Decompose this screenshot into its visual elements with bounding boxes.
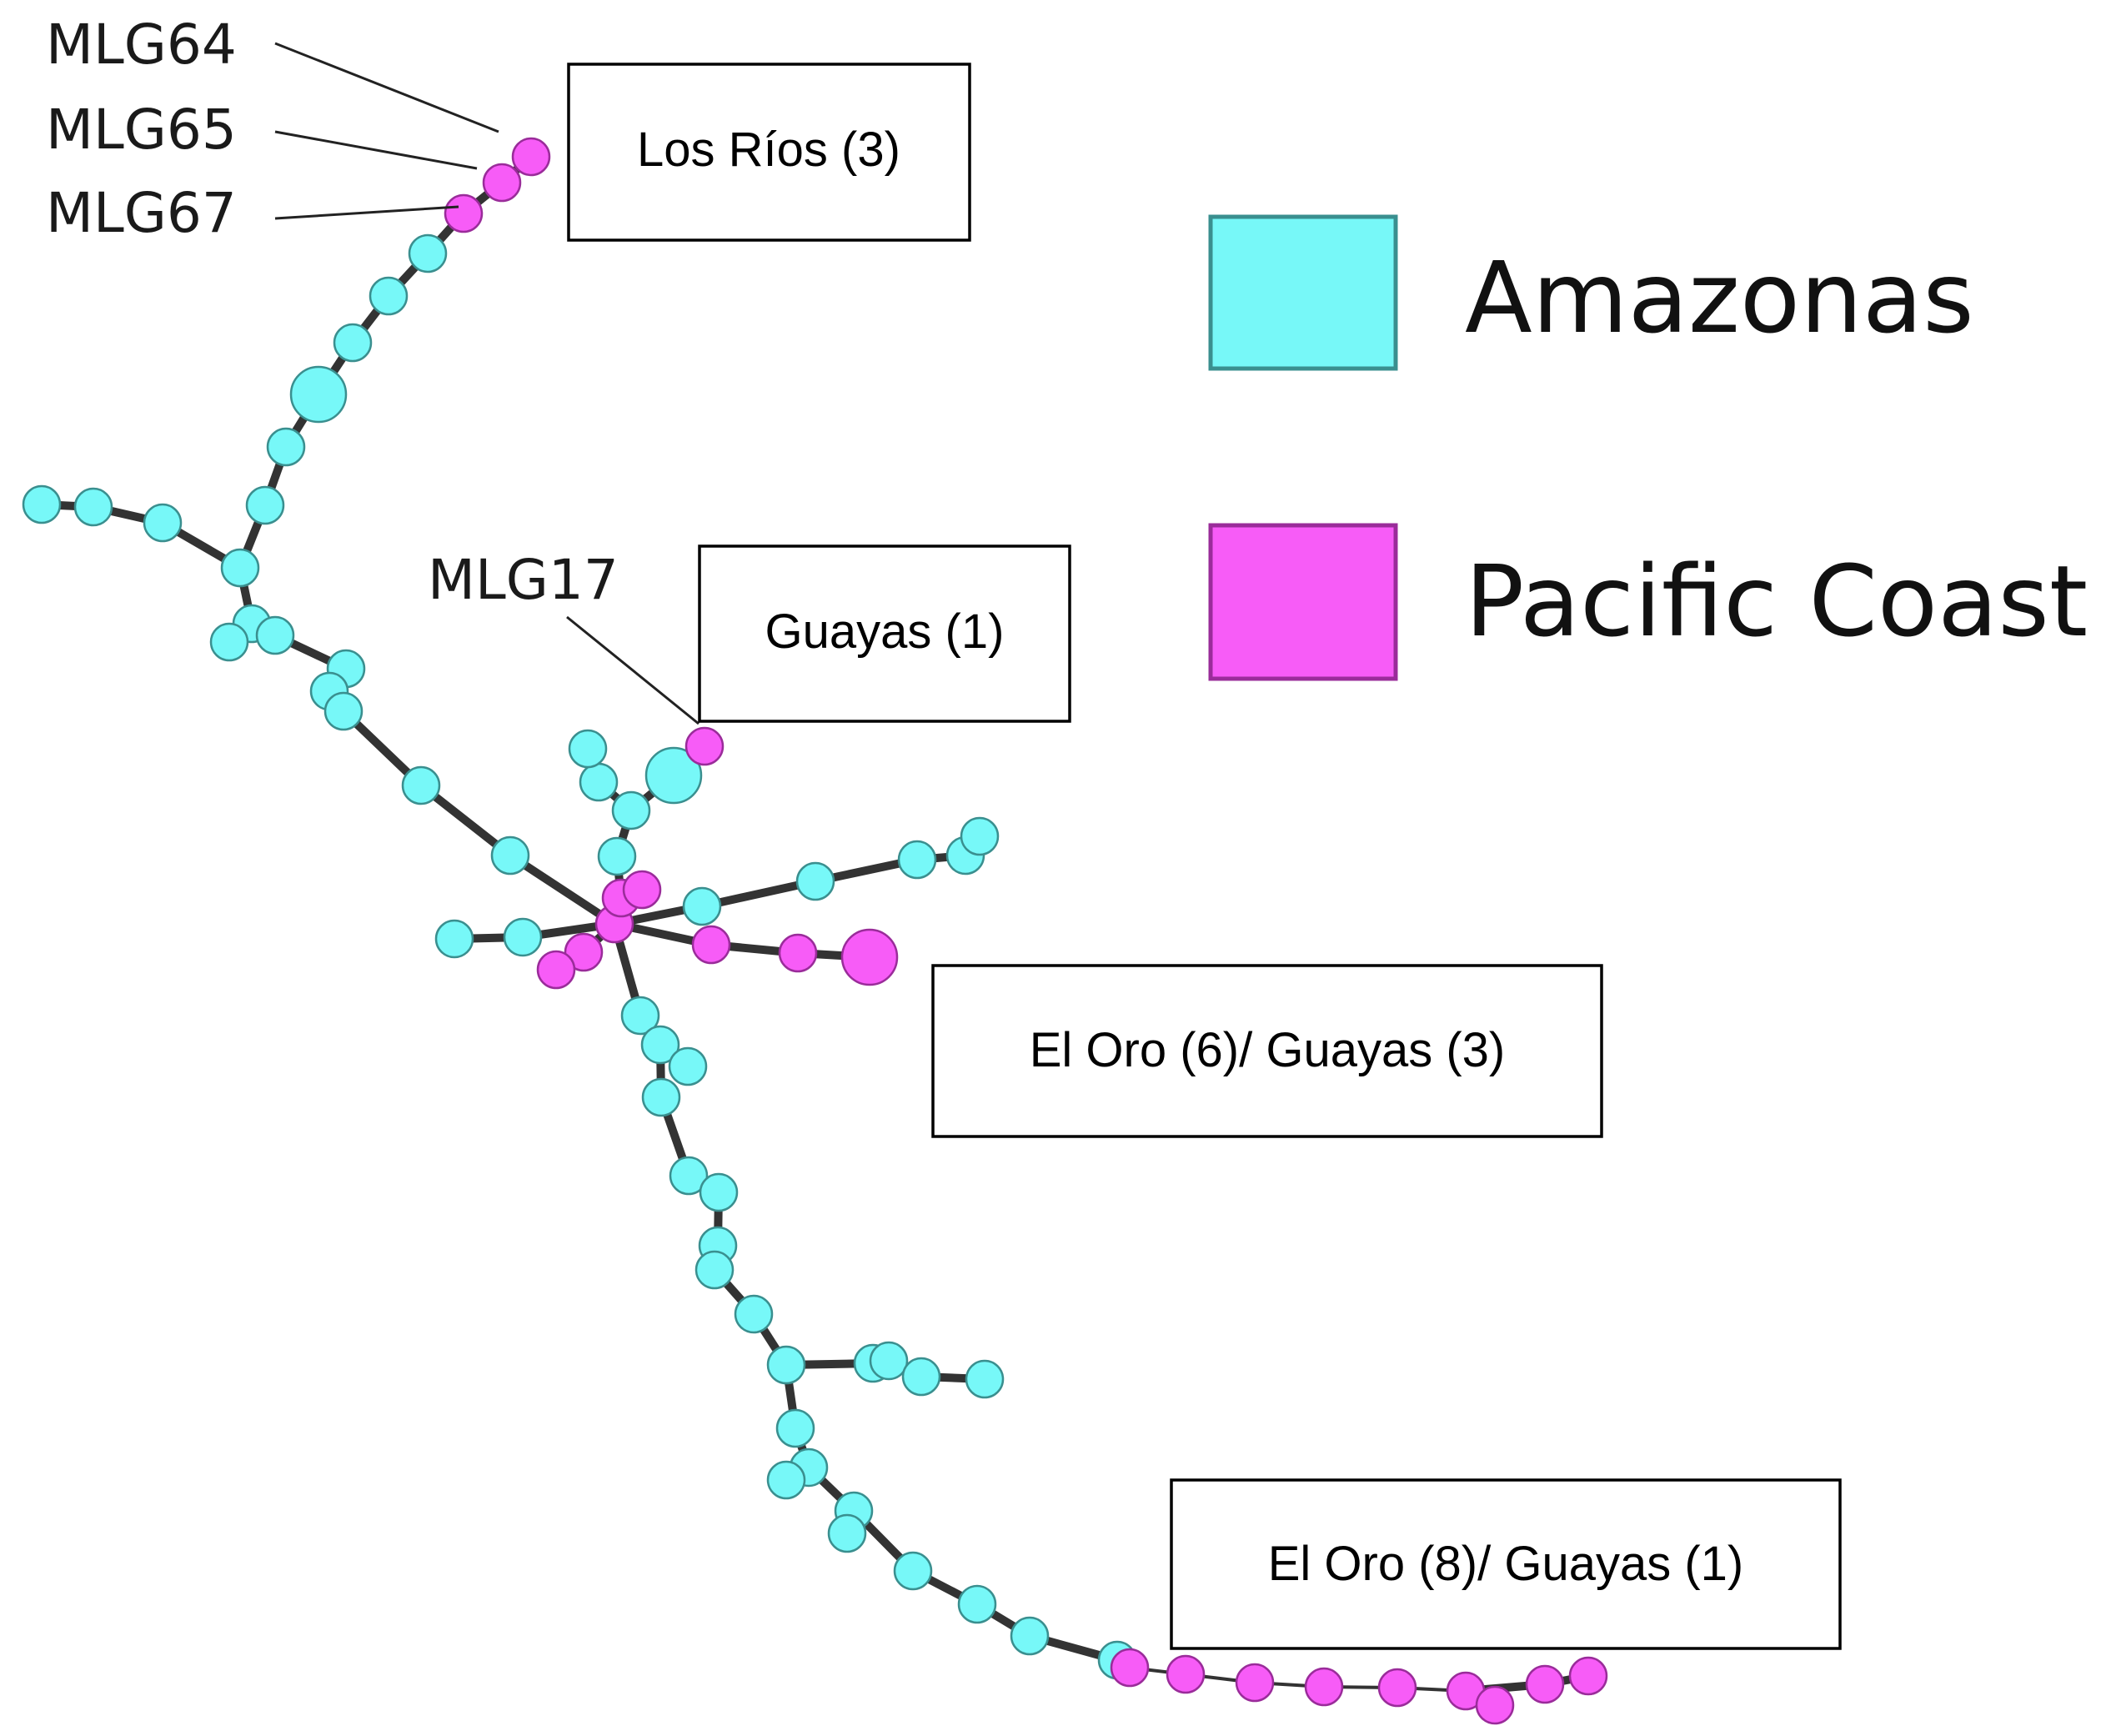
- node-amazonas: [143, 503, 183, 543]
- node-amazonas: [682, 886, 722, 926]
- mlg-labels: MLG64 MLG65 MLG67 MLG17: [46, 13, 619, 612]
- node-amazonas: [734, 1294, 774, 1334]
- node-amazonas: [901, 1357, 941, 1397]
- mlg-label-mlg64: MLG64: [46, 13, 237, 77]
- node-pacific-coast: [564, 932, 604, 972]
- node-amazonas: [699, 1172, 739, 1212]
- region-box-frame: [567, 63, 971, 242]
- region-box-label: Los Ríos (3): [637, 123, 900, 177]
- node-amazonas: [957, 1584, 997, 1624]
- node-amazonas: [766, 1345, 806, 1385]
- leader-line-mlg64: [274, 42, 499, 133]
- node-amazonas: [220, 548, 260, 588]
- legend-swatch-pacific-coast: [1208, 523, 1398, 681]
- node-amazonas: [579, 762, 619, 802]
- leader-line-mlg65: [274, 130, 478, 170]
- node-amazonas: [490, 835, 530, 876]
- node-amazonas: [795, 861, 835, 901]
- node-amazonas: [73, 487, 113, 527]
- node-pacific-coast: [622, 870, 662, 910]
- legend-label-pacific-coast: Pacific Coast: [1465, 544, 2088, 659]
- node-pacific-coast: [536, 950, 576, 990]
- node-amazonas: [611, 790, 651, 830]
- mlg-label-mlg67: MLG67: [46, 181, 237, 245]
- node-amazonas: [869, 1341, 909, 1381]
- node-amazonas: [694, 1250, 735, 1290]
- region-box-el-oro-guayas-2: El Oro (8)/ Guayas (1): [1170, 1478, 1842, 1650]
- node-amazonas: [644, 746, 703, 805]
- leader-line-mlg67: [274, 205, 459, 220]
- node-amazonas: [597, 836, 637, 876]
- node-pacific-coast: [1235, 1663, 1275, 1703]
- node-amazonas: [620, 996, 660, 1036]
- legend: Amazonas Pacific Coast: [1208, 214, 2088, 681]
- node-amazonas: [568, 729, 608, 769]
- node-pacific-coast: [1166, 1654, 1206, 1694]
- node-pacific-coast: [444, 193, 484, 233]
- node-pacific-coast: [684, 726, 725, 766]
- node-pacific-coast: [1475, 1685, 1515, 1725]
- node-pacific-coast: [778, 933, 818, 973]
- node-pacific-coast: [1110, 1648, 1150, 1688]
- region-box-guayas: Guayas (1): [698, 544, 1071, 723]
- node-amazonas: [266, 427, 306, 467]
- node-amazonas: [669, 1156, 709, 1196]
- node-pacific-coast: [1377, 1668, 1417, 1708]
- region-box-label: El Oro (6)/ Guayas (3): [1030, 1023, 1505, 1077]
- region-box-label: El Oro (8)/ Guayas (1): [1268, 1537, 1743, 1591]
- node-amazonas: [893, 1551, 933, 1591]
- node-amazonas: [434, 919, 474, 959]
- region-box-el-oro-guayas-1: El Oro (6)/ Guayas (3): [931, 964, 1603, 1138]
- node-amazonas: [1010, 1616, 1050, 1656]
- node-amazonas: [245, 485, 285, 525]
- node-amazonas: [965, 1359, 1005, 1399]
- node-pacific-coast: [511, 137, 551, 177]
- node-amazonas: [503, 917, 543, 957]
- legend-item-pacific-coast: Pacific Coast: [1208, 523, 2088, 681]
- node-amazonas: [960, 816, 1000, 856]
- node-pacific-coast: [1568, 1656, 1608, 1696]
- node-amazonas: [255, 615, 295, 655]
- mlg-label-mlg65: MLG65: [46, 98, 237, 162]
- legend-label-amazonas: Amazonas: [1465, 240, 1974, 355]
- region-box-frame: [1170, 1478, 1842, 1650]
- legend-swatch-amazonas: [1208, 214, 1398, 371]
- node-amazonas: [289, 365, 348, 424]
- node-pacific-coast: [1525, 1664, 1565, 1704]
- node-amazonas: [333, 323, 373, 363]
- node-pacific-coast: [1304, 1667, 1344, 1707]
- node-amazonas: [401, 765, 441, 805]
- node-pacific-coast: [482, 163, 522, 203]
- mlg-leader-lines: [274, 42, 699, 725]
- region-box-frame: [931, 964, 1603, 1138]
- region-box-label: Guayas (1): [765, 605, 1005, 659]
- node-amazonas: [668, 1046, 708, 1086]
- node-amazonas: [775, 1408, 815, 1448]
- mlg-label-mlg17: MLG17: [428, 548, 619, 612]
- node-amazonas: [408, 233, 448, 273]
- node-pacific-coast: [691, 925, 731, 965]
- region-box-los-rios: Los Ríos (3): [567, 63, 971, 242]
- node-amazonas: [766, 1460, 806, 1500]
- node-amazonas: [641, 1077, 681, 1117]
- leader-line-mlg17: [566, 615, 699, 725]
- region-box-frame: [698, 544, 1071, 723]
- node-amazonas: [209, 622, 249, 662]
- network-nodes: [22, 137, 1608, 1725]
- node-amazonas: [897, 840, 937, 880]
- network-edge: [506, 851, 619, 928]
- node-pacific-coast: [840, 928, 899, 986]
- node-amazonas: [369, 276, 409, 316]
- legend-item-amazonas: Amazonas: [1208, 214, 1974, 371]
- node-amazonas: [22, 484, 62, 524]
- node-amazonas: [640, 1025, 680, 1065]
- node-amazonas: [323, 691, 364, 731]
- node-amazonas: [827, 1513, 867, 1553]
